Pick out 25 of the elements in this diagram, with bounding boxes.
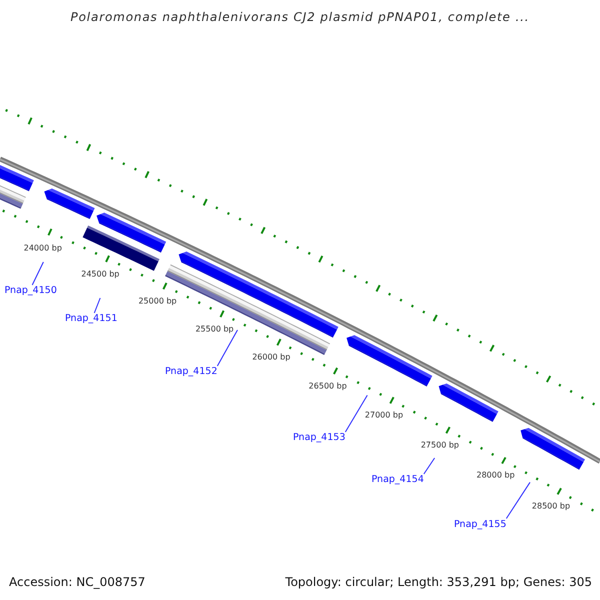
position-label: 26500 bp (308, 382, 347, 391)
position-label: 24500 bp (81, 270, 120, 279)
leader-line (344, 394, 368, 432)
gene-label: Pnap_4154 (372, 474, 424, 485)
gene-label: Pnap_4151 (65, 313, 118, 324)
position-label: 26000 bp (252, 352, 290, 362)
leader-line (32, 262, 44, 286)
position-label: 28000 bp (476, 470, 515, 480)
leader-line (216, 330, 238, 366)
position-label: 25000 bp (138, 296, 177, 306)
position-label: 24000 bp (24, 243, 62, 252)
position-label: 27000 bp (364, 410, 404, 420)
position-label: 28500 bp (532, 502, 570, 511)
summary-text: Topology: circular; Length: 353,291 bp; Genes: 305 (285, 575, 592, 589)
gene-label: Pnap_4155 (454, 518, 506, 530)
position-label: 27500 bp (420, 440, 459, 450)
leader-line (94, 298, 101, 314)
gene-label: Pnap_4153 (293, 432, 346, 443)
accession-text: Accession: NC_008757 (9, 575, 146, 589)
map-title: Polaromonas naphthalenivorans CJ2 plasmid pPNAP01, complete ... (70, 10, 530, 25)
leader-line (423, 458, 436, 474)
leader-line (506, 482, 530, 519)
gene-label: Pnap_4150 (4, 285, 57, 296)
position-label: 25500 bp (195, 324, 234, 334)
gene-label: Pnap_4152 (165, 366, 218, 377)
